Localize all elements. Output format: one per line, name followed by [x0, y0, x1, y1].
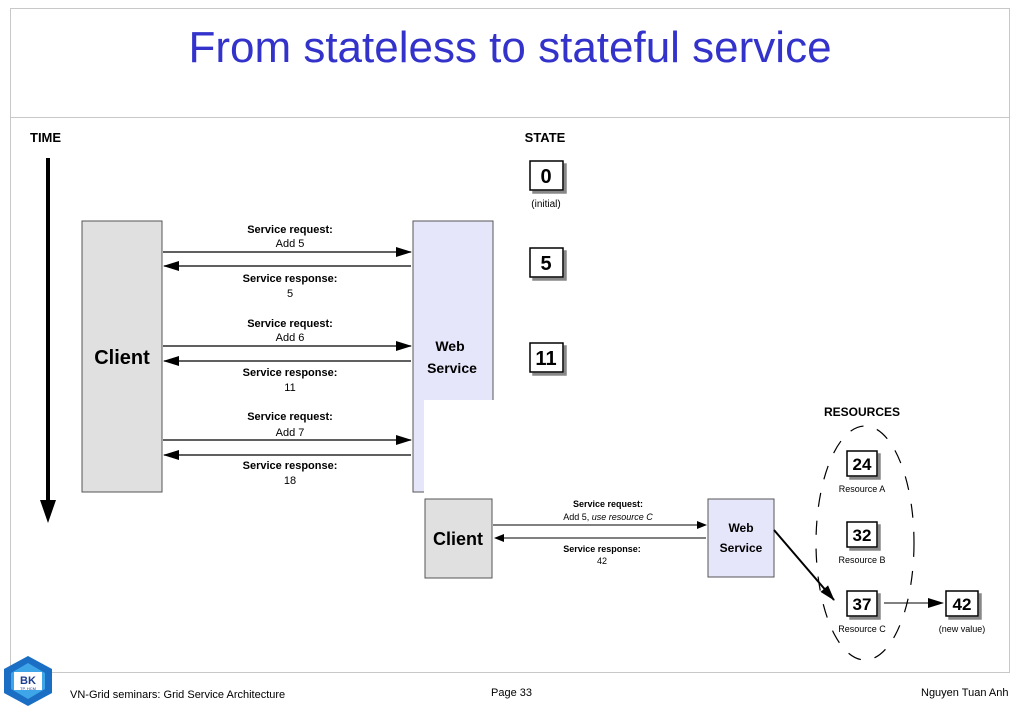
- state-box-2: [529, 342, 564, 373]
- footer-left-text: VN-Grid seminars: Grid Service Architect…: [70, 689, 286, 701]
- state-value-1: 5: [540, 253, 551, 275]
- client-box-bottom: [424, 498, 493, 579]
- resources-label: RESOURCES: [824, 405, 900, 419]
- state-note-0: (initial): [531, 199, 560, 210]
- slide-title: From stateless to stateful service: [188, 23, 832, 72]
- bottom-request-body-plain: Add 5,: [563, 512, 592, 522]
- resource-a-value: 24: [853, 455, 872, 474]
- msg-5-body: Add 7: [276, 427, 305, 439]
- msg-6-title: Service response:: [243, 460, 338, 472]
- msg-6-body: 18: [284, 475, 296, 487]
- msg-3-body: Add 6: [276, 332, 305, 344]
- msg-1-title: Service request:: [247, 224, 333, 236]
- msg-1-body: Add 5: [276, 238, 305, 250]
- footer-page-number: Page 33: [491, 687, 532, 699]
- service-label-top-line1: Web: [435, 338, 464, 354]
- state-box-0: [529, 160, 564, 191]
- new-value-note: (new value): [939, 624, 986, 634]
- client-label-bottom: Client: [433, 529, 483, 549]
- footer-author: Nguyen Tuan Anh: [921, 687, 1009, 699]
- resource-box-b: [846, 521, 878, 548]
- service-label-top-line2: Service: [427, 360, 477, 376]
- resource-b-value: 32: [853, 526, 872, 545]
- resource-a-name: Resource A: [839, 484, 886, 494]
- service-to-resource-arrow: [773, 529, 835, 601]
- resource-c-name: Resource C: [838, 624, 886, 634]
- resource-b-name: Resource B: [838, 555, 885, 565]
- logo-panel: [14, 672, 42, 690]
- service-label-bottom-line1: Web: [728, 521, 753, 535]
- msg-2-body: 5: [287, 288, 293, 300]
- state-value-0: 0: [540, 166, 551, 188]
- bottom-request-title: Service request:: [573, 499, 643, 509]
- bottom-response-body: 42: [597, 556, 607, 566]
- bk-logo: BK TP. HCM: [4, 656, 52, 706]
- state-value-2: 11: [535, 348, 556, 370]
- msg-4-body: 11: [284, 382, 295, 394]
- msg-3-title: Service request:: [247, 318, 333, 330]
- service-box-bottom: [707, 498, 775, 578]
- bottom-response-title: Service response:: [563, 544, 641, 554]
- bottom-request-body-italic: use resource C: [592, 512, 654, 522]
- resource-box-a: [846, 450, 878, 477]
- resources-boundary: [815, 425, 915, 661]
- slide-frame: [10, 8, 1010, 673]
- bottom-request-body: Add 5, use resource C: [563, 512, 653, 522]
- time-axis-arrowhead: [40, 500, 56, 523]
- client-label-top: Client: [94, 347, 150, 369]
- title-divider: [10, 117, 1010, 118]
- time-label: TIME: [30, 130, 61, 145]
- new-value: 42: [953, 595, 972, 614]
- client-box-top: [81, 220, 163, 493]
- logo-subtext: TP. HCM: [20, 686, 36, 691]
- logo-text: BK: [20, 675, 36, 687]
- state-label: STATE: [525, 130, 566, 145]
- resource-box-c: [846, 590, 878, 617]
- msg-5-title: Service request:: [247, 411, 333, 423]
- state-box-1: [529, 247, 564, 278]
- msg-4-title: Service response:: [243, 367, 338, 379]
- new-value-box: [945, 590, 979, 617]
- resource-c-value: 37: [853, 595, 872, 614]
- service-label-bottom-line2: Service: [720, 541, 763, 555]
- msg-2-title: Service response:: [243, 273, 338, 285]
